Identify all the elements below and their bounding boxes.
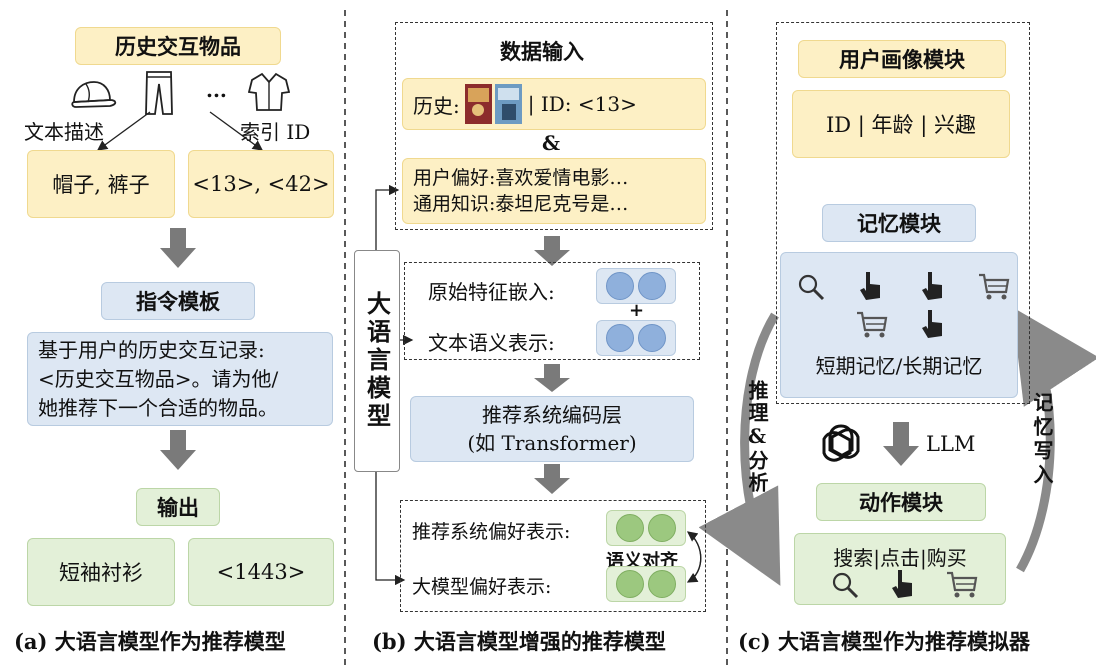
text-desc-label: 文本描述	[24, 120, 104, 144]
instruction-template-title: 指令模板	[101, 282, 255, 320]
llm-label: 大语言模型	[362, 291, 392, 431]
blue-dot	[638, 272, 666, 300]
caption-b: (b) 大语言模型增强的推荐模型	[372, 629, 666, 654]
cart-icon	[979, 273, 1010, 300]
template-line-2: <历史交互物品>。请为他/	[38, 366, 279, 391]
blue-dot	[606, 272, 634, 300]
history-prefix: 历史:	[413, 93, 460, 118]
green-dot	[648, 514, 676, 542]
action-list: 搜索|点击|购买	[833, 546, 967, 570]
text-semantic-label: 文本语义表示:	[428, 331, 555, 355]
user-preference-line: 用户偏好:喜欢爱情电影…	[413, 167, 629, 189]
cap-icon	[71, 81, 117, 108]
green-dot	[616, 570, 644, 598]
action-module-title: 动作模块	[816, 483, 986, 521]
output-title: 输出	[136, 488, 220, 526]
memory-module-body: 短期记忆/长期记忆	[780, 252, 1018, 398]
caption-c: (c) 大语言模型作为推荐模拟器	[738, 629, 1030, 654]
encoder-line-2: (如 Transformer)	[467, 431, 637, 455]
general-knowledge-line: 通用知识:泰坦尼克号是…	[413, 193, 629, 215]
llm-label-box: 大语言模型	[354, 250, 400, 472]
output-text-box: 短袖衬衫	[27, 538, 175, 606]
history-row: 历史: | ID: <13>	[402, 78, 706, 130]
click-hand-icon	[892, 570, 912, 598]
id-items-box: <13>, <42>	[188, 150, 334, 218]
plus-sign: +	[629, 300, 645, 321]
click-hand-icon	[860, 272, 880, 300]
embedding-frame	[404, 262, 700, 360]
green-dot	[616, 514, 644, 542]
memory-module-title: 记忆模块	[822, 204, 976, 242]
original-feature-embedding	[596, 268, 676, 304]
history-suffix: | ID: <13>	[527, 92, 637, 116]
reasoning-analysis-label: 推理&分析	[745, 380, 769, 494]
text-semantic-embedding	[596, 320, 676, 356]
green-dot	[648, 570, 676, 598]
index-id-label: 索引 ID	[240, 120, 311, 144]
shirt-icon	[248, 72, 290, 111]
user-profile-title: 用户画像模块	[798, 40, 1006, 78]
llm-preference-embedding	[606, 566, 686, 602]
output-id-box: <1443>	[188, 538, 334, 606]
search-icon	[832, 572, 859, 599]
data-input-title: 数据输入	[500, 39, 584, 64]
click-hand-icon	[922, 310, 942, 338]
cart-icon	[947, 571, 978, 598]
instruction-template-body: 基于用户的历史交互记录: <历史交互物品>。请为他/ 她推荐下一个合适的物品。	[27, 332, 333, 426]
caption-a: (a) 大语言模型作为推荐模型	[14, 629, 286, 654]
rec-preference-embedding	[606, 510, 686, 546]
template-line-1: 基于用户的历史交互记录:	[38, 337, 265, 362]
encoder-line-1: 推荐系统编码层	[482, 403, 622, 427]
flow-arrows	[160, 228, 919, 494]
cart-icon	[857, 311, 888, 338]
data-input-frame	[395, 22, 713, 230]
preference-frame	[400, 500, 706, 612]
history-items-title: 历史交互物品	[75, 27, 281, 65]
preference-box: 用户偏好:喜欢爱情电影… 通用知识:泰坦尼克号是…	[402, 158, 706, 224]
blue-dot	[606, 324, 634, 352]
rec-preference-label: 推荐系统偏好表示:	[412, 521, 571, 543]
llm-preference-label: 大模型偏好表示:	[412, 576, 552, 598]
memory-write-label: 记忆写入	[1030, 392, 1054, 488]
movie-posters-icon	[464, 84, 522, 124]
click-hand-icon	[922, 272, 942, 300]
user-profile-body: ID | 年龄 | 兴趣	[792, 90, 1010, 158]
search-icon	[798, 274, 825, 301]
text-items-box: 帽子, 裤子	[27, 150, 175, 218]
ellipsis: ...	[206, 78, 227, 102]
agent-frame	[776, 22, 1030, 404]
encoder-layer-box: 推荐系统编码层 (如 Transformer)	[410, 396, 694, 462]
openai-logo-icon	[822, 424, 860, 462]
template-line-3: 她推荐下一个合适的物品。	[38, 395, 278, 420]
llm-label-c: LLM	[926, 432, 976, 456]
memory-caption: 短期记忆/长期记忆	[815, 354, 983, 378]
original-feature-label: 原始特征嵌入:	[428, 280, 555, 304]
ampersand: &	[542, 131, 561, 155]
blue-dot	[638, 324, 666, 352]
pants-icon	[145, 71, 173, 115]
